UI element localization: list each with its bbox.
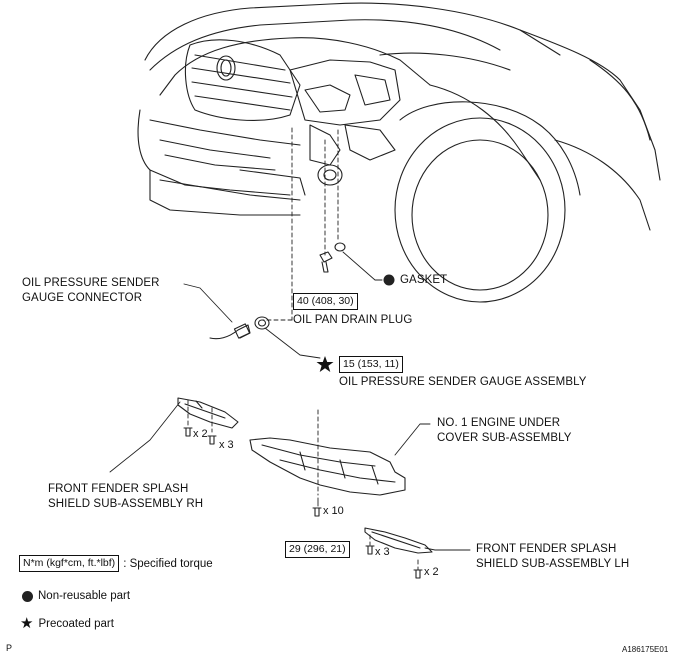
precoated-star-icon: ★	[20, 615, 34, 632]
lh-bolt-qty-a: x 3	[375, 546, 390, 558]
rh-bolt-qty-b: x 3	[219, 439, 234, 451]
lh-bolt-qty-b: x 2	[424, 566, 439, 578]
front-wheel	[394, 59, 651, 303]
rh-bolt-qty-a: x 2	[193, 428, 208, 440]
vehicle-front-outline	[137, 2, 661, 216]
under-cover-torque-box: 29 (296, 21)	[285, 541, 350, 558]
fender-lh-label-line1: FRONT FENDER SPLASH	[476, 543, 617, 555]
legend-precoated-row: ★ Precoated part	[20, 615, 114, 632]
figure-id: A186175E01	[622, 645, 669, 654]
fender-shield-lh-part	[364, 527, 433, 554]
non-reusable-marker	[383, 274, 395, 286]
grille-outline	[184, 39, 301, 121]
gasket-part	[334, 242, 346, 252]
label-leaders	[109, 251, 471, 551]
fender-rh-label-line1: FRONT FENDER SPLASH	[48, 483, 189, 495]
fender-lh-label: FRONT FENDER SPLASH SHIELD SUB-ASSEMBLY …	[476, 542, 629, 572]
drain-plug-part	[319, 251, 333, 273]
legend-torque-box: N*m (kgf*cm, ft.*lbf)	[19, 555, 120, 572]
drain-plug-torque-box: 40 (408, 30)	[293, 293, 358, 310]
sender-gauge-part	[254, 316, 270, 330]
sender-connector-label-line1: OIL PRESSURE SENDER	[22, 277, 160, 289]
sender-connector-label-line2: GAUGE CONNECTOR	[22, 292, 143, 304]
sender-gauge-torque-box: 15 (153, 11)	[339, 356, 403, 373]
engine-under-cover-part	[249, 437, 406, 496]
drain-plug-label: OIL PAN DRAIN PLUG	[293, 314, 413, 326]
under-cover-label-line2: COVER SUB-ASSEMBLY	[437, 432, 572, 444]
legend-precoated-text: Precoated part	[38, 618, 114, 630]
sender-connector-label: OIL PRESSURE SENDER GAUGE CONNECTOR	[22, 276, 160, 306]
precoated-star-marker	[316, 356, 334, 372]
legend-non-reusable-text: Non-reusable part	[38, 590, 131, 602]
under-cover-label: NO. 1 ENGINE UNDER COVER SUB-ASSEMBLY	[437, 416, 572, 446]
legend-torque-row: N*m (kgf*cm, ft.*lbf) : Specified torque	[19, 555, 213, 572]
dashed-assembly-lines	[187, 127, 419, 571]
legend-torque-text: : Specified torque	[123, 557, 213, 570]
sender-connector-part	[209, 323, 251, 340]
fender-rh-label-line2: SHIELD SUB-ASSEMBLY RH	[48, 498, 204, 510]
sender-gauge-label: OIL PRESSURE SENDER GAUGE ASSEMBLY	[339, 376, 587, 388]
fender-shield-rh-part	[177, 397, 239, 429]
under-cover-bolt-qty: x 10	[323, 505, 344, 517]
gasket-label: GASKET	[400, 274, 448, 286]
under-cover-label-line1: NO. 1 ENGINE UNDER	[437, 417, 561, 429]
non-reusable-icon	[22, 590, 33, 602]
fender-lh-label-line2: SHIELD SUB-ASSEMBLY LH	[476, 558, 630, 570]
footer-left-mark: P	[6, 643, 13, 653]
bolt-icons	[183, 427, 423, 579]
engine-bay-detail	[159, 59, 401, 201]
fender-rh-label: FRONT FENDER SPLASH SHIELD SUB-ASSEMBLY …	[48, 482, 203, 512]
legend-non-reusable-row: Non-reusable part	[22, 590, 130, 602]
